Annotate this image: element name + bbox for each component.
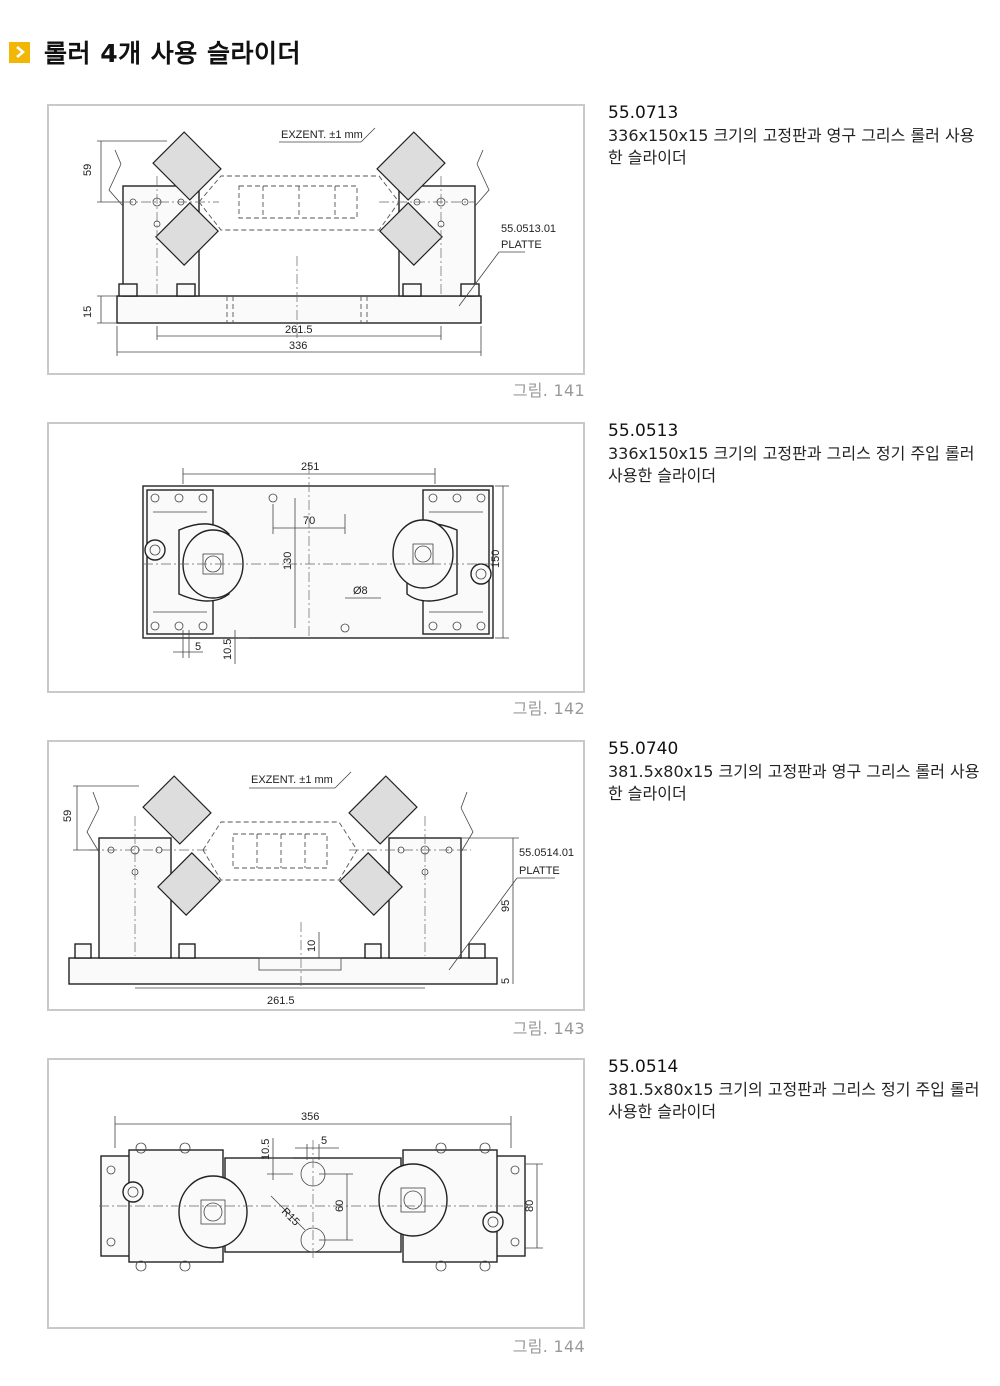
figure-caption: 그림. 144 (512, 1337, 585, 1356)
dim-5: 5 (195, 641, 201, 653)
dim-5: 5 (500, 978, 512, 984)
dim-356: 356 (301, 1111, 319, 1123)
dim-10: 10 (306, 940, 318, 952)
dim-70: 70 (303, 515, 315, 527)
figure-141-drawing: 59 15 261.5 336 EXZENT. ±1 mm 55.0513.01… (47, 104, 585, 375)
dim-10-5: 10.5 (222, 639, 234, 660)
page-title: 롤러 4개 사용 슬라이더 (44, 39, 302, 68)
dim-59: 59 (62, 810, 74, 822)
dim-251: 251 (301, 461, 319, 473)
product-info: 55.0513 336x150x15 크기의 고정판과 그리스 정기 주입 롤러… (608, 420, 988, 487)
dim-150: 150 (490, 550, 502, 568)
dim-10-5: 10.5 (260, 1139, 272, 1160)
dim-336: 336 (289, 340, 307, 352)
product-code: 55.0513 (608, 421, 679, 441)
dim-95: 95 (500, 900, 512, 912)
part-number-label: 55.0513.01 (501, 223, 556, 235)
figure-142-drawing: 251 70 130 150 Ø8 5 10.5 (47, 422, 585, 693)
figure-caption: 그림. 141 (512, 381, 585, 400)
product-description: 336x150x15 크기의 고정판과 영구 그리스 롤러 사용한 슬라이더 (608, 126, 975, 167)
product-description: 336x150x15 크기의 고정판과 그리스 정기 주입 롤러 사용한 슬라이… (608, 444, 975, 485)
figure-144-drawing: 356 10.5 5 R15 60 80 (47, 1058, 585, 1329)
exzent-label: EXZENT. ±1 mm (251, 774, 333, 786)
product-info: 55.0740 381.5x80x15 크기의 고정판과 영구 그리스 롤러 사… (608, 738, 988, 805)
dim-15: 15 (82, 306, 94, 318)
dim-59: 59 (82, 164, 94, 176)
dim-5: 5 (321, 1135, 327, 1147)
figure-caption: 그림. 143 (512, 1019, 585, 1038)
dim-60: 60 (334, 1200, 346, 1212)
dim-261-5: 261.5 (285, 324, 313, 336)
figure-caption: 그림. 142 (512, 699, 585, 718)
product-code: 55.0713 (608, 103, 679, 123)
product-info: 55.0514 381.5x80x15 크기의 고정판과 그리스 정기 주입 롤… (608, 1056, 988, 1123)
product-description: 381.5x80x15 크기의 고정판과 그리스 정기 주입 롤러 사용한 슬라… (608, 1080, 980, 1121)
exzent-label: EXZENT. ±1 mm (281, 129, 363, 141)
dim-hole: Ø8 (353, 585, 368, 597)
product-code: 55.0514 (608, 1057, 679, 1077)
dim-130: 130 (282, 552, 294, 570)
section-header: 롤러 4개 사용 슬라이더 (9, 36, 301, 68)
figure-143-drawing: 59 EXZENT. ±1 mm 55.0514.01 PLATTE 95 5 … (47, 740, 585, 1011)
plate-label: PLATTE (519, 865, 560, 877)
product-description: 381.5x80x15 크기의 고정판과 영구 그리스 롤러 사용한 슬라이더 (608, 762, 980, 803)
dim-80: 80 (524, 1200, 536, 1212)
product-code: 55.0740 (608, 739, 679, 759)
plate-label: PLATTE (501, 239, 542, 251)
product-info: 55.0713 336x150x15 크기의 고정판과 영구 그리스 롤러 사용… (608, 102, 988, 169)
part-number-label: 55.0514.01 (519, 847, 574, 859)
dim-261-5: 261.5 (267, 995, 295, 1007)
chevron-right-icon (9, 41, 30, 63)
